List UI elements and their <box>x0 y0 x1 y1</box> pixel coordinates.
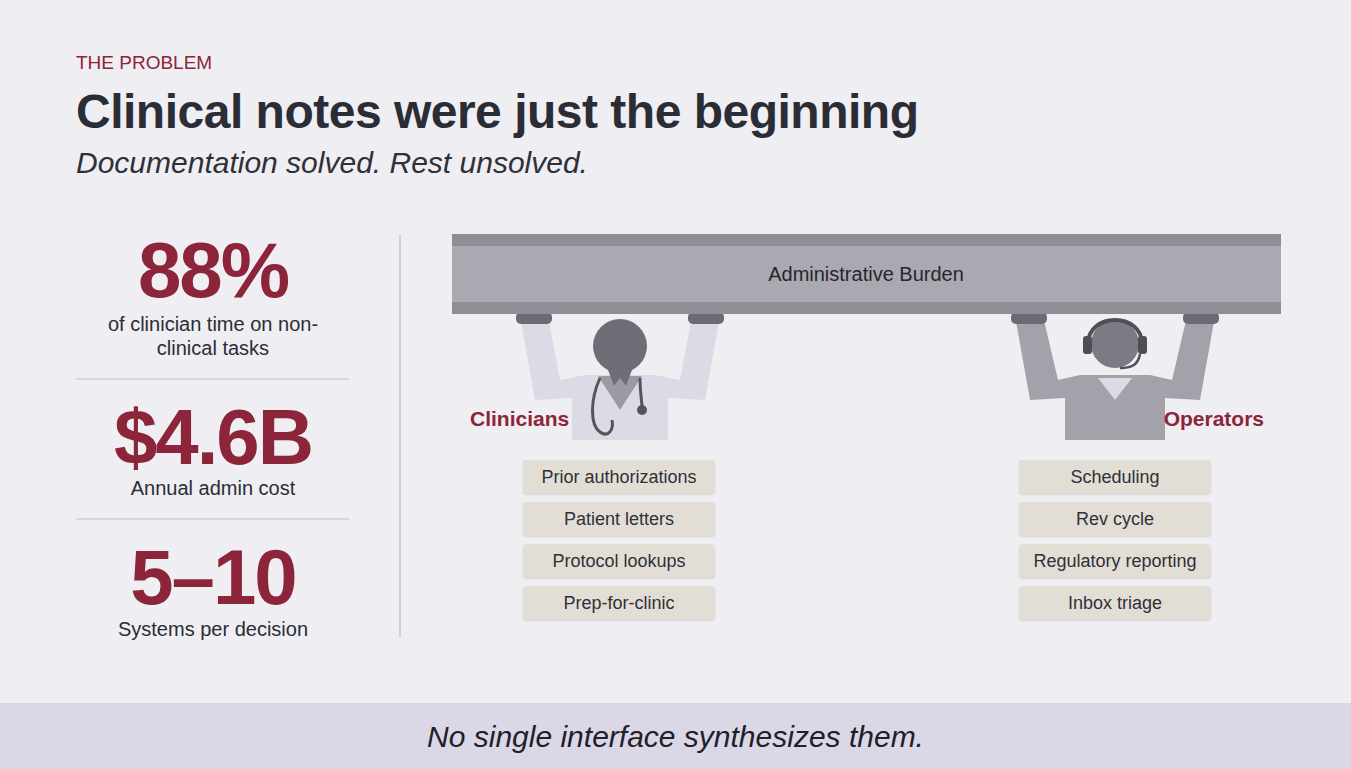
caption: No single interface synthesizes them. <box>0 720 1351 754</box>
box-text: Scheduling <box>1070 467 1159 488</box>
box-text: Patient letters <box>564 509 674 530</box>
box-text: Prior authorizations <box>541 467 696 488</box>
role-label: Operators <box>1164 407 1264 431</box>
subtitle: Documentation solved. Rest unsolved. <box>76 146 588 180</box>
stat-number: $4.6B <box>63 395 363 479</box>
box-text: Regulatory reporting <box>1033 551 1196 572</box>
task-box: Inbox triage <box>1019 586 1211 620</box>
task-box: Regulatory reporting <box>1019 544 1211 578</box>
task-box: Prior authorizations <box>523 460 715 494</box>
divider <box>76 378 349 380</box>
section-label: THE PROBLEM <box>76 52 212 74</box>
burden-beam: Administrative Burden <box>452 234 1281 314</box>
role-label: Clinicians <box>470 407 569 431</box>
task-box: Patient letters <box>523 502 715 536</box>
stat-label: of clinician time on non-clinical tasks <box>103 312 323 360</box>
stat-number: 5–10 <box>63 535 363 619</box>
divider <box>76 518 349 520</box>
task-box: Scheduling <box>1019 460 1211 494</box>
task-box: Protocol lookups <box>523 544 715 578</box>
box-text: Protocol lookups <box>552 551 685 572</box>
stat-label: Annual admin cost <box>83 476 343 500</box>
task-box: Rev cycle <box>1019 502 1211 536</box>
stat-label: Systems per decision <box>83 617 343 641</box>
stat-number: 88% <box>63 228 363 312</box>
divider <box>399 235 401 637</box>
box-text: Inbox triage <box>1068 593 1162 614</box>
box-text: Prep-for-clinic <box>563 593 674 614</box>
box-text: Rev cycle <box>1076 509 1154 530</box>
task-box: Prep-for-clinic <box>523 586 715 620</box>
box-text: Administrative Burden <box>768 263 964 286</box>
slide-title: Clinical notes were just the beginning <box>76 84 918 139</box>
